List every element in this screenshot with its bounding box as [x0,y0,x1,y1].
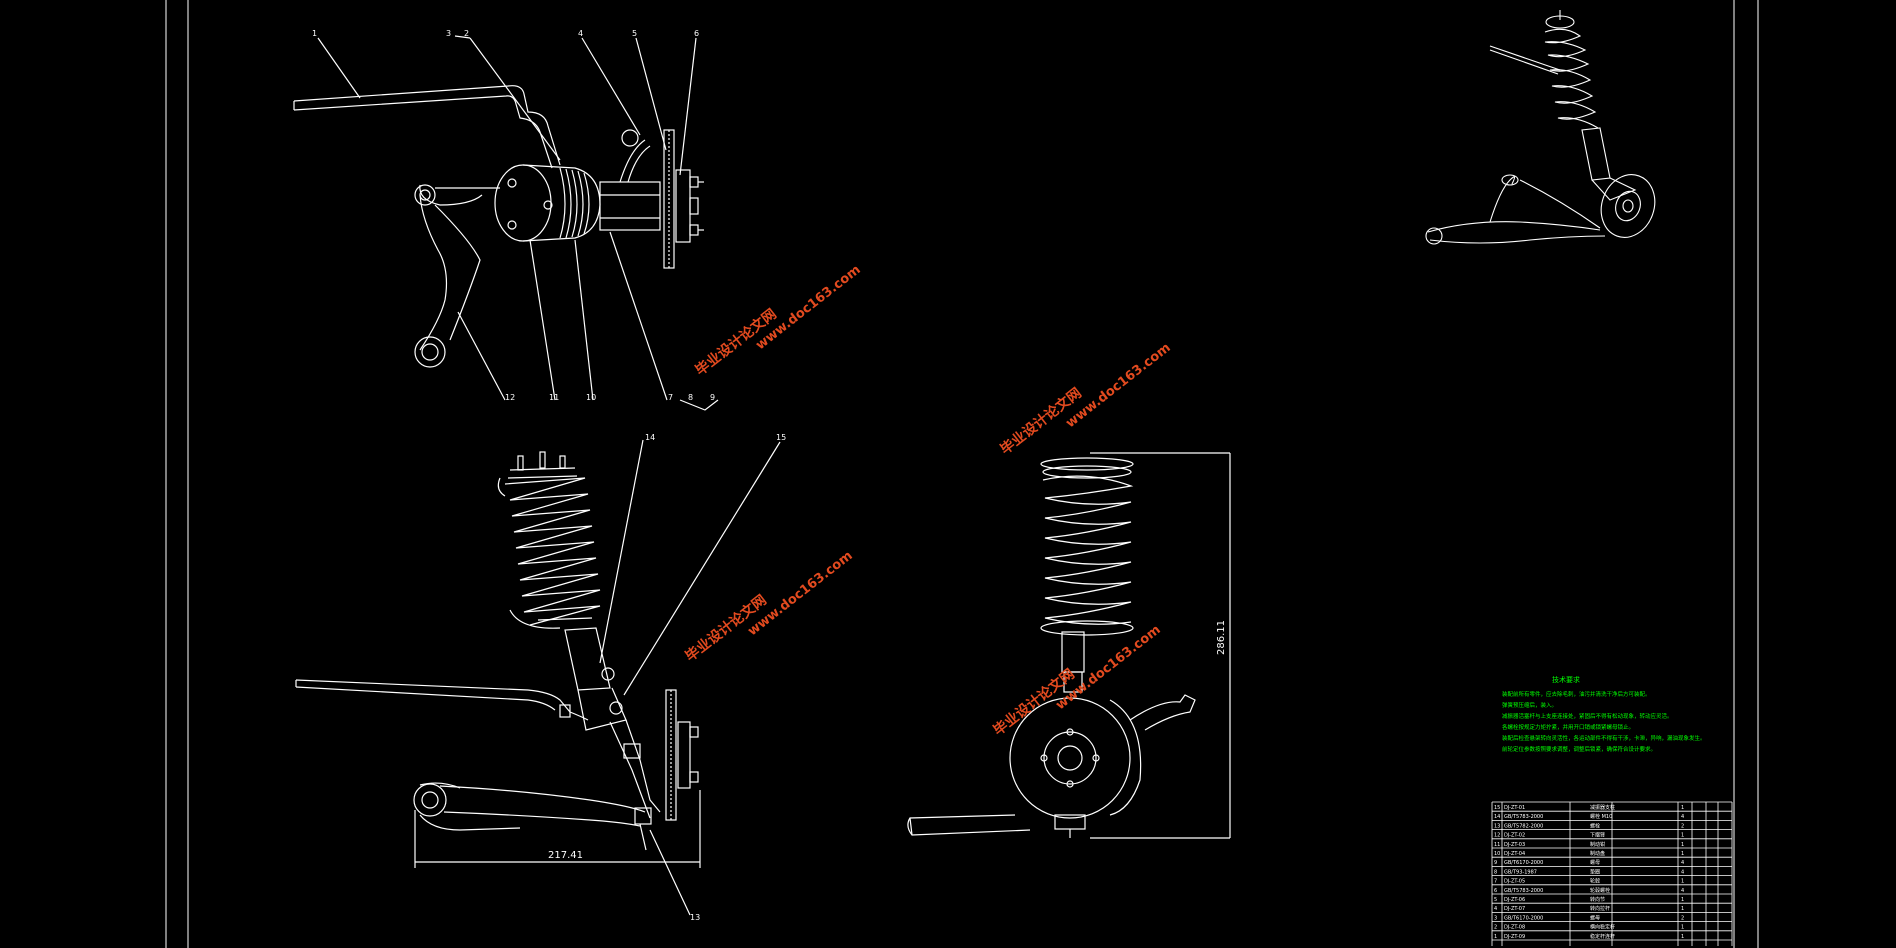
bom-cell-name: 轮毂螺栓 [1590,887,1610,894]
bom-cell-name: 横向稳定杆 [1590,924,1615,931]
bom-cell-code: GB/T6170-2000 [1504,860,1543,866]
bom-cell-qty: 4 [1681,888,1684,894]
notes-line: 减振器活塞杆与上支座连接处，紧固后不得有松动现象，转动应灵活。 [1502,712,1673,720]
side-view-assembly [295,439,781,916]
notes-line: 装配前所有零件，应去除毛刺，油污并清洗干净后方可装配。 [1502,690,1651,698]
balloon-label: 4 [578,29,583,38]
bom-cell-code: DJ-ZT-08 [1504,925,1525,931]
bom-cell-no: 6 [1494,888,1497,894]
end-view-assembly [907,452,1231,839]
bom-cell-code: DJ-ZT-07 [1504,906,1525,912]
notes-line: 弹簧预压缩后，装入。 [1502,701,1557,709]
bom-cell-no: 9 [1494,860,1497,866]
balloon-label: 8 [688,393,693,402]
bom-cell-name: 螺母 [1590,859,1600,866]
bom-cell-name: 螺栓 [1590,822,1600,829]
bom-cell-qty: 1 [1681,879,1684,885]
bom-cell-name: 减振器支柱 [1590,804,1615,811]
notes-line: 前轮定位参数按照要求调整，调整后锁紧，确保符合设计要求。 [1502,745,1656,753]
bom-cell-name: 轮毂 [1590,878,1600,885]
bom-cell-qty: 2 [1681,915,1684,921]
bom-cell-qty: 1 [1681,897,1684,903]
balloon-label: 10 [586,393,596,402]
bom-cell-no: 3 [1494,915,1497,921]
bom-cell-qty: 4 [1681,860,1684,866]
bom-cell-name: 下摆臂 [1590,832,1605,839]
bom-cell-no: 5 [1494,897,1497,903]
balloon-label: 5 [632,29,637,38]
balloon-label: 9 [710,393,715,402]
bom-cell-name: 螺栓 M10 [1590,813,1612,820]
bom-cell-no: 15 [1494,805,1500,811]
bom-cell-qty: 1 [1681,925,1684,931]
bom-cell-code: DJ-ZT-04 [1504,851,1525,857]
dimension-height: 286.11 [1216,620,1227,655]
bom-cell-no: 8 [1494,869,1497,875]
bom-cell-no: 11 [1494,842,1500,848]
bom-cell-code: DJ-ZT-03 [1504,842,1525,848]
bom-cell-no: 7 [1494,879,1497,885]
bom-cell-no: 13 [1494,823,1500,829]
isometric-view [1425,10,1656,245]
bom-cell-no: 2 [1494,925,1497,931]
bom-cell-qty: 2 [1681,823,1684,829]
side-view-balloons: 14 15 13 [645,433,786,922]
bom-cell-code: DJ-ZT-02 [1504,833,1525,839]
balloon-label: 14 [645,433,655,442]
bom-cell-code: DJ-ZT-06 [1504,897,1525,903]
bom-cell-qty: 1 [1681,805,1684,811]
balloon-label: 11 [549,393,559,402]
balloon-label: 7 [668,393,673,402]
bom-cell-qty: 4 [1681,869,1684,875]
bom-cell-no: 10 [1494,851,1500,857]
bom-cell-code: DJ-ZT-05 [1504,879,1525,885]
bom-cell-name: 制动钳 [1590,841,1605,848]
bom-cell-name: 稳定杆连杆 [1590,933,1615,940]
balloon-label: 3 [446,29,451,38]
technical-notes: 技术要求 装配前所有零件，应去除毛刺，油污并清洗干净后方可装配。 弹簧预压缩后，… [1502,675,1706,753]
bom-cell-name: 转向拉杆 [1590,905,1610,912]
balloon-label: 12 [505,393,515,402]
notes-line: 各螺栓按规定力矩拧紧，并用开口销或锁紧螺母锁止。 [1502,723,1634,731]
dimension-width: 217.41 [548,850,583,861]
balloon-label: 2 [464,29,469,38]
top-view-assembly [293,35,719,411]
bom-cell-code: GB/T5782-2000 [1504,823,1543,829]
notes-line: 装配后检查悬架转向灵活性，各运动部件不得有干涉，卡滞，异响，漏油现象发生。 [1502,734,1706,742]
bom-cell-no: 4 [1494,906,1497,912]
bom-cell-no: 1 [1494,934,1497,940]
bom-cell-code: GB/T6170-2000 [1504,915,1543,921]
bom-cell-qty: 1 [1681,842,1684,848]
balloon-label: 15 [776,433,786,442]
notes-title: 技术要求 [1552,675,1580,684]
bom-cell-code: GB/T5783-2000 [1504,888,1543,894]
bom-cell-code: DJ-ZT-09 [1504,934,1525,940]
bom-cell-qty: 1 [1681,906,1684,912]
bom-cell-qty: 4 [1681,814,1684,820]
drawing-frame [165,0,1759,948]
bom-cell-name: 螺母 [1590,914,1600,921]
bom-cell-no: 14 [1494,814,1500,820]
balloon-label: 13 [690,913,700,922]
bom-cell-code: GB/T5783-2000 [1504,814,1543,820]
bom-cell-code: GB/T93-1987 [1504,869,1537,875]
bom-cell-qty: 1 [1681,833,1684,839]
bom-cell-qty: 1 [1681,851,1684,857]
bom-cell-name: 制动盘 [1590,850,1605,857]
bom-cell-code: DJ-ZT-01 [1504,805,1525,811]
balloon-label: 6 [694,29,699,38]
top-view-balloons: 1 3 2 4 5 6 12 11 10 7 8 9 [312,29,715,402]
bom-cell-name: 垫圈 [1590,868,1600,875]
bom-cell-qty: 1 [1681,934,1684,940]
bom-cell-name: 转向节 [1590,896,1605,903]
bom-cell-no: 12 [1494,833,1500,839]
balloon-label: 1 [312,29,317,38]
